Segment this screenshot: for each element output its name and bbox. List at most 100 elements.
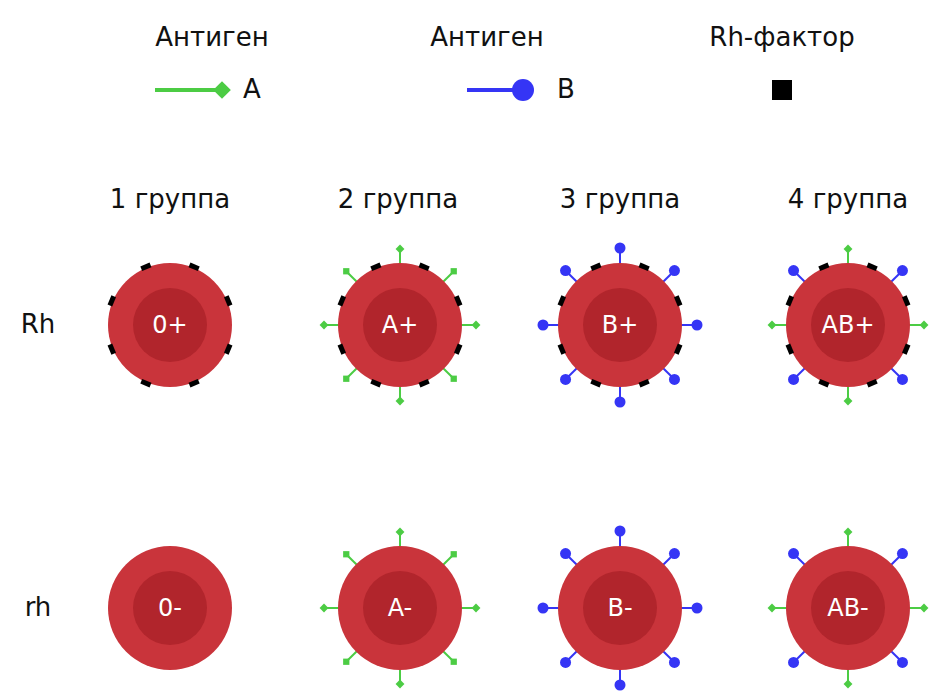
antigen-a: [447, 548, 460, 561]
antigen-b: [897, 548, 908, 559]
antigen-b: [897, 265, 908, 276]
blood-cell: B+: [535, 240, 705, 410]
rh-factor: [224, 344, 232, 355]
legend-text: Rh-фактор: [709, 22, 854, 53]
antigen-b: [615, 397, 626, 408]
rh-factor: [590, 263, 601, 271]
antigen-b: [615, 243, 626, 254]
group-label: B-: [607, 594, 632, 622]
blood-cell: 0+: [85, 240, 255, 410]
blood-cell: AB+: [763, 240, 930, 410]
cell-core: [811, 571, 885, 645]
rh-factor: [108, 295, 116, 306]
legend-text: B: [557, 74, 575, 105]
antigen-b: [788, 265, 799, 276]
column-header: 4 группа: [788, 184, 908, 215]
antigen-b: [560, 657, 571, 668]
antigen-a: [920, 321, 929, 330]
antigen-a: [447, 655, 460, 668]
rh-factor: [189, 263, 200, 271]
rh-factor: [140, 263, 151, 271]
cell-body: [558, 546, 682, 670]
antigen-a: [844, 245, 853, 254]
antigen-a: [340, 548, 353, 561]
rh-factor: [419, 263, 430, 271]
antigen-b: [615, 680, 626, 691]
antigen-b: [615, 526, 626, 537]
antigen-b-sample: [467, 88, 515, 92]
rh-factor: [419, 379, 430, 387]
antigen-a: [844, 680, 853, 689]
antigen-b: [538, 603, 549, 614]
rh-factor: [590, 379, 601, 387]
antigen-b: [669, 657, 680, 668]
antigen-b-sample: [512, 79, 534, 101]
blood-cell: B-: [535, 523, 705, 693]
group-label: A-: [388, 594, 413, 622]
rh-factor: [902, 344, 910, 355]
rh-factor: [370, 263, 381, 271]
group-label: A+: [382, 311, 419, 339]
cell-body: [786, 546, 910, 670]
rh-factor: [454, 344, 462, 355]
cell-body: [108, 263, 232, 387]
antigen-a: [340, 655, 353, 668]
antigen-a-sample: [213, 81, 231, 99]
rh-factor: [818, 379, 829, 387]
antigen-b: [897, 374, 908, 385]
cell-body: [558, 263, 682, 387]
rh-factor: [338, 295, 346, 306]
column-header: 1 группа: [110, 184, 230, 215]
antigen-b: [788, 657, 799, 668]
group-label: 0-: [158, 594, 182, 622]
blood-cell: A+: [315, 240, 485, 410]
legend-text: A: [243, 74, 261, 105]
blood-cell: A-: [315, 523, 485, 693]
antigen-a: [472, 321, 481, 330]
rh-factor: [140, 379, 151, 387]
row-label: rh: [25, 592, 52, 623]
rh-factor: [454, 295, 462, 306]
legend-heading: Антиген: [155, 22, 268, 53]
rh-factor: [674, 344, 682, 355]
antigen-b: [788, 374, 799, 385]
rh-factor: [224, 295, 232, 306]
rh-factor: [867, 379, 878, 387]
antigen-b: [669, 374, 680, 385]
group-label: B+: [602, 311, 639, 339]
antigen-b: [560, 265, 571, 276]
antigen-b: [669, 265, 680, 276]
antigen-a-sample: [155, 88, 216, 92]
rh-factor: [867, 263, 878, 271]
rh-factor: [370, 379, 381, 387]
rh-factor: [558, 295, 566, 306]
rh-factor: [786, 295, 794, 306]
blood-cell: AB-: [763, 523, 930, 693]
antigen-a: [396, 397, 405, 406]
rh-factor: [639, 263, 650, 271]
cell-body: [786, 263, 910, 387]
antigen-a: [768, 321, 777, 330]
rh-factor: [639, 379, 650, 387]
rh-factor: [902, 295, 910, 306]
rh-factor: [108, 344, 116, 355]
antigen-a: [340, 372, 353, 385]
cell-core: [583, 571, 657, 645]
antigen-a: [320, 321, 329, 330]
antigen-a: [340, 265, 353, 278]
group-label: AB-: [827, 594, 869, 622]
antigen-a: [396, 680, 405, 689]
group-label: 0+: [152, 311, 187, 339]
rh-factor: [674, 295, 682, 306]
antigen-b: [692, 320, 703, 331]
antigen-a: [768, 604, 777, 613]
antigen-a: [472, 604, 481, 613]
cell-core: [363, 288, 437, 362]
rh-factor: [786, 344, 794, 355]
antigen-a: [844, 528, 853, 537]
group-label: AB+: [822, 311, 875, 339]
antigen-a: [447, 265, 460, 278]
antigen-a: [396, 528, 405, 537]
antigen-b: [560, 548, 571, 559]
antigen-a: [396, 245, 405, 254]
